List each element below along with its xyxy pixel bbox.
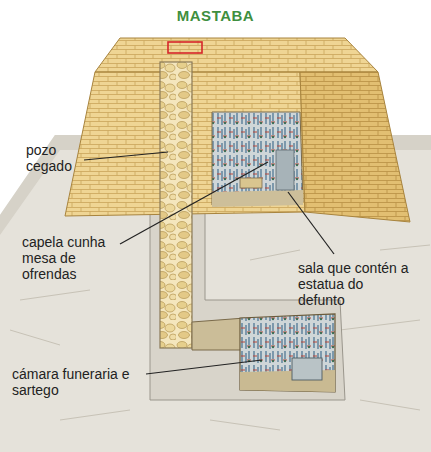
shaft-fill <box>160 62 192 348</box>
part-label: pozo cegado <box>26 142 98 174</box>
diagram-title: MASTABA <box>0 7 431 24</box>
part-label: cámara funeraria e sartego <box>12 366 144 398</box>
offering-table <box>240 178 262 188</box>
mastaba-top <box>95 38 378 72</box>
burial-chamber <box>240 314 335 392</box>
part-label: sala que contén a estatua do defunto <box>298 260 410 308</box>
part-label: capela cunha mesa de ofrendas <box>22 234 122 282</box>
mastaba-side <box>300 72 410 222</box>
leader-line <box>84 152 168 160</box>
leader-line <box>288 192 334 254</box>
chapel-floor <box>212 190 303 207</box>
leader-line <box>120 162 268 244</box>
serdab-statue <box>276 150 294 190</box>
shaft-opening <box>168 42 202 53</box>
corridor <box>192 318 245 350</box>
sarcophagus <box>292 358 322 380</box>
leader-line <box>146 360 262 374</box>
